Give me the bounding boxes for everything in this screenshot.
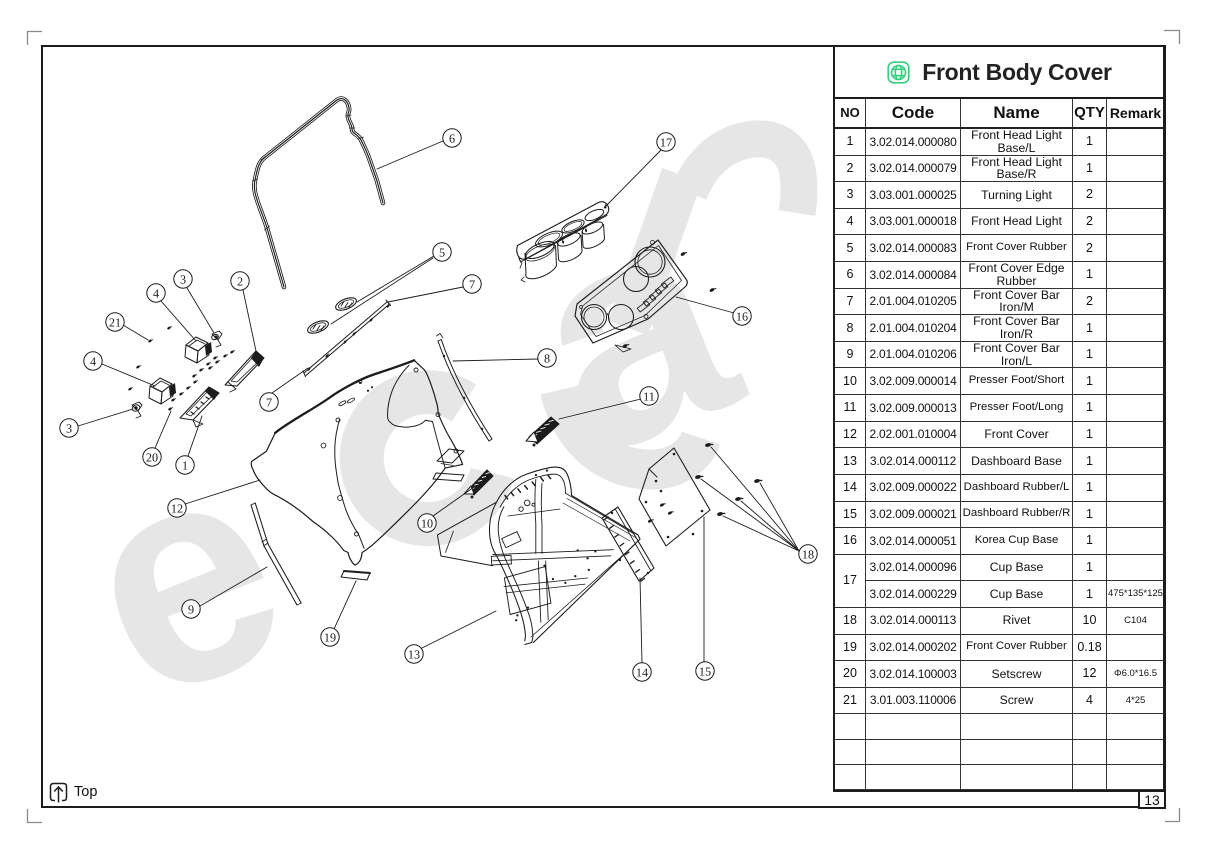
svg-text:2: 2 [237, 275, 243, 289]
svg-text:16: 16 [736, 310, 748, 324]
svg-text:17: 17 [660, 136, 672, 150]
svg-text:19: 19 [324, 631, 336, 645]
svg-text:4: 4 [153, 287, 159, 301]
svg-text:7: 7 [266, 396, 272, 410]
svg-text:14: 14 [636, 666, 648, 680]
svg-text:18: 18 [802, 548, 814, 562]
svg-text:7: 7 [469, 278, 475, 292]
svg-text:5: 5 [439, 246, 445, 260]
svg-text:3: 3 [180, 273, 186, 287]
svg-text:4: 4 [90, 355, 96, 369]
svg-text:21: 21 [109, 316, 121, 330]
svg-text:10: 10 [421, 517, 433, 531]
svg-text:13: 13 [408, 648, 420, 662]
svg-text:12: 12 [171, 502, 183, 516]
svg-text:1: 1 [182, 459, 188, 473]
svg-text:6: 6 [449, 132, 455, 146]
svg-text:8: 8 [544, 352, 550, 366]
svg-text:20: 20 [146, 451, 158, 465]
svg-text:15: 15 [699, 665, 711, 679]
svg-text:11: 11 [643, 390, 655, 404]
svg-text:9: 9 [188, 603, 194, 617]
svg-text:3: 3 [66, 422, 72, 436]
